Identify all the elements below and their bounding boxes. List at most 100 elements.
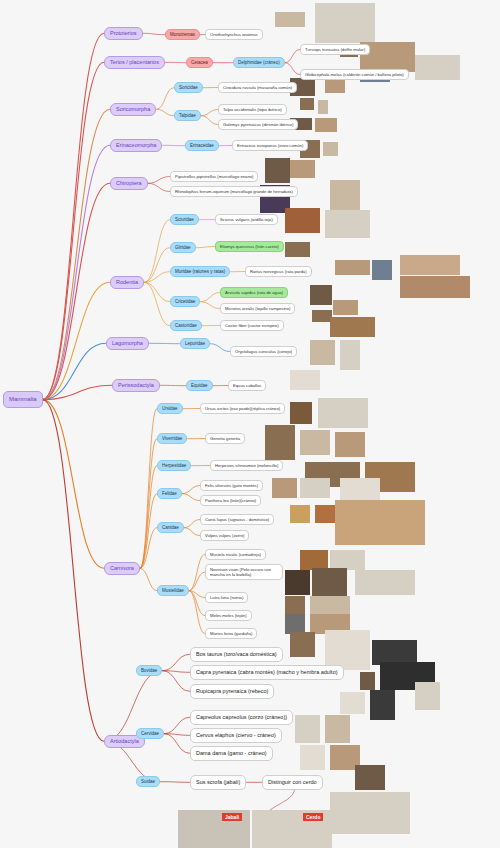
branch-connector	[43, 145, 110, 399]
order-node: Terios / placentarios	[104, 56, 165, 69]
node-label: Talpidae	[179, 113, 196, 118]
node-label: Felidae	[162, 491, 177, 496]
order-node: Erinaceomorpha	[110, 139, 162, 152]
family-node: Castoridae	[170, 320, 202, 331]
node-label: Erinaceidae	[190, 143, 214, 148]
branch-connector	[43, 343, 106, 399]
order-node: Prototerios	[104, 27, 143, 40]
node-label: Castor fiber (castor europeo)	[225, 323, 279, 328]
node-label: Gliridae	[175, 245, 191, 250]
species-node: Sus scrofa (jabalí)	[190, 775, 246, 790]
photo	[400, 276, 470, 298]
photo	[290, 632, 315, 657]
node-label: Vulpes vulpes (zorro)	[205, 533, 244, 538]
node-label: Dama dama (gamo - cráneo)	[196, 750, 267, 757]
photo	[265, 158, 290, 183]
branch-connector	[43, 400, 104, 742]
branch-connector	[184, 520, 200, 528]
node-label: Crocidura russula (musaraña común)	[223, 85, 292, 90]
branch-connector	[140, 409, 157, 569]
node-label: Rattus norvegicus (rata parda)	[250, 269, 307, 274]
branch-connector	[162, 671, 190, 673]
photo	[275, 12, 305, 27]
branch-connector	[285, 63, 300, 75]
branch-connector	[162, 145, 185, 146]
node-label: Viverridae	[162, 436, 182, 441]
photo	[370, 690, 395, 720]
node-label: Arvicola sapidus (rata de agua)	[225, 290, 283, 295]
species-node: Crocidura russula (musaraña común)	[218, 82, 297, 93]
branch-connector	[160, 781, 190, 783]
node-label: Bovidae	[141, 668, 157, 673]
node-label: Sus scrofa (jabalí)	[196, 779, 240, 786]
branch-connector	[189, 555, 205, 591]
photo	[355, 765, 385, 790]
species-node: Erinaceus europaeus (erizo común)	[232, 140, 308, 151]
order-node: Rodentia	[110, 276, 144, 289]
species-node: Genetta genetta	[205, 433, 245, 444]
photo	[330, 550, 365, 570]
node-label: Erinaceus europaeus (erizo común)	[237, 143, 303, 148]
branch-connector	[246, 782, 262, 783]
node-label: Genetta genetta	[210, 436, 240, 441]
branch-connector	[184, 528, 200, 536]
node-label: Neovison vison (Pelo oscuro con mancha e…	[210, 567, 278, 577]
branch-connector	[210, 344, 230, 352]
photo	[335, 432, 365, 457]
family-node: Felidae	[157, 488, 182, 499]
node-label: Monotremas	[170, 32, 195, 37]
node-label: Chiroptera	[116, 180, 142, 187]
node-label: Mustela nivalis (comadreja)	[210, 552, 261, 557]
photo	[300, 550, 328, 570]
branch-connector	[200, 293, 220, 302]
branch-connector	[202, 325, 220, 326]
photo	[300, 98, 314, 110]
photo	[265, 425, 295, 460]
node-label: Mammalia	[9, 396, 37, 403]
node-label: Bos taurus (toro/vaca doméstica)	[196, 651, 277, 658]
species-node: Neovison vison (Pelo oscuro con mancha e…	[205, 564, 283, 580]
node-label: Suidae	[141, 779, 155, 784]
node-label: Muridae (ratones y ratas)	[175, 269, 225, 274]
node-label: Rodentia	[116, 279, 138, 286]
family-node: Soricidae	[174, 82, 203, 93]
family-node: Muridae (ratones y ratas)	[170, 266, 230, 277]
node-label: Equidae	[191, 383, 208, 388]
node-label: Cervus elaphus (ciervo - cráneo)	[196, 732, 276, 739]
order-node: Lagomorpha	[106, 337, 149, 350]
node-label: Rupicapra pyrenaica (rebeco)	[196, 688, 268, 695]
branch-connector	[43, 282, 110, 399]
photo	[315, 118, 337, 132]
node-label: Lagomorpha	[112, 340, 143, 347]
family-node: Erinaceidae	[185, 140, 219, 151]
order-node: Chiroptera	[110, 177, 148, 190]
branch-connector	[140, 568, 157, 590]
species-node: Vulpes vulpes (zorro)	[200, 530, 249, 541]
photo	[318, 100, 328, 114]
photo	[415, 55, 460, 80]
branch-connector	[156, 109, 174, 115]
photo	[400, 255, 460, 275]
photo	[325, 630, 370, 670]
branch-connector	[144, 282, 170, 325]
species-node: Capreolus capreolus (corzo (cráneo))	[190, 710, 293, 725]
species-node: Sciurus vulgaris (ardilla roja)	[215, 214, 278, 225]
branch-connector	[199, 219, 215, 220]
species-node: Capra pyrenaica (cabra montés) (macho y …	[190, 665, 344, 680]
photo	[300, 430, 330, 455]
species-node: Microtus arvalis (topillo campesino)	[220, 303, 295, 314]
branch-connector	[43, 109, 110, 399]
branch-connector	[140, 528, 157, 569]
family-node: Ursidae	[157, 403, 183, 414]
branch-connector	[189, 572, 205, 591]
species-node: Dama dama (gamo - cráneo)	[190, 746, 273, 761]
species-node: Lutra lutra (nutria)	[205, 592, 248, 603]
photo	[372, 640, 417, 665]
species-node: Mustela nivalis (comadreja)	[205, 549, 266, 560]
photo	[340, 478, 380, 503]
branch-connector	[43, 385, 112, 399]
species-node: Panthera leo (león)(cráneo)	[200, 495, 261, 506]
node-label: Leporidae	[185, 341, 205, 346]
family-node: Canidae	[157, 522, 184, 533]
